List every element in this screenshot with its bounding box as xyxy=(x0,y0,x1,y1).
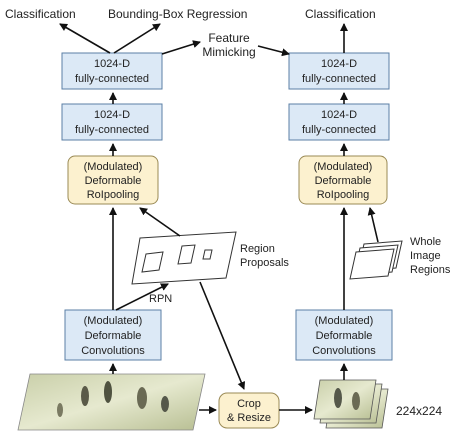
left-conv-line3: Convolutions xyxy=(81,345,145,357)
right-conv-line3: Convolutions xyxy=(312,345,376,357)
cropped-images-stack xyxy=(313,379,389,429)
feature-mimicking-label-line1: Feature xyxy=(208,31,250,45)
arrow xyxy=(367,207,379,243)
proposal-box xyxy=(177,244,196,265)
arrow xyxy=(139,207,181,237)
region-proposals-panel xyxy=(131,231,237,285)
right-conv-line1: (Modulated) xyxy=(315,315,374,327)
arrow xyxy=(199,281,246,390)
arrow xyxy=(113,23,161,54)
left-fc-top-box: 1024-D fully-connected xyxy=(61,52,163,90)
crop-size-label: 224x224 xyxy=(396,404,442,418)
left-fc-top-line2: fully-connected xyxy=(75,73,149,85)
left-conv-line2: Deformable xyxy=(85,330,142,342)
input-image xyxy=(17,373,206,431)
right-conv-line2: Deformable xyxy=(316,330,373,342)
right-fc-bottom-line1: 1024-D xyxy=(321,109,357,121)
right-fc-bottom-line2: fully-connected xyxy=(302,124,376,136)
left-roipool-line1: (Modulated) xyxy=(84,161,143,173)
right-classification-label: Classification xyxy=(305,7,376,21)
proposal-box xyxy=(141,251,164,273)
right-fc-top-box: 1024-D fully-connected xyxy=(288,52,390,90)
whole-image-regions-line2: Image xyxy=(410,250,441,262)
right-roipool-line1: (Modulated) xyxy=(314,161,373,173)
whole-image-regions-line3: Regions xyxy=(410,264,451,276)
right-fc-bottom-box: 1024-D fully-connected xyxy=(288,103,390,141)
right-roipool-line3: RoIpooling xyxy=(317,189,370,201)
whole-image-regions-line1: Whole xyxy=(410,236,441,248)
left-roipool-line2: Deformable xyxy=(85,175,142,187)
arrow xyxy=(59,23,111,54)
left-roipooling-box: (Modulated) Deformable RoIpooling xyxy=(67,155,159,205)
crop-resize-box: Crop & Resize xyxy=(218,392,280,429)
arrow xyxy=(161,40,201,55)
arrow xyxy=(115,283,169,311)
bbox-regression-label: Bounding-Box Regression xyxy=(108,7,247,21)
left-fc-bottom-line1: 1024-D xyxy=(94,109,130,121)
arrow xyxy=(257,45,290,57)
left-fc-bottom-box: 1024-D fully-connected xyxy=(61,103,163,141)
whole-image-regions-stack xyxy=(349,240,403,280)
region-proposals-label-line1: Region xyxy=(240,243,275,255)
crop-resize-line2: & Resize xyxy=(227,412,271,424)
crop-resize-line1: Crop xyxy=(237,398,261,410)
left-conv-box: (Modulated) Deformable Convolutions xyxy=(64,309,162,361)
feature-mimicking-label-line2: Mimicking xyxy=(202,45,255,59)
right-roipooling-box: (Modulated) Deformable RoIpooling xyxy=(298,155,388,205)
right-conv-box: (Modulated) Deformable Convolutions xyxy=(295,309,393,361)
rpn-label: RPN xyxy=(149,293,172,305)
region-proposals-label-line2: Proposals xyxy=(240,257,289,269)
left-conv-line1: (Modulated) xyxy=(84,315,143,327)
left-classification-label: Classification xyxy=(5,7,76,21)
proposal-box xyxy=(202,249,213,260)
arrows xyxy=(59,23,379,414)
left-fc-bottom-line2: fully-connected xyxy=(75,124,149,136)
right-fc-top-line1: 1024-D xyxy=(321,58,357,70)
left-roipool-line3: RoIpooling xyxy=(87,189,140,201)
right-roipool-line2: Deformable xyxy=(315,175,372,187)
left-fc-top-line1: 1024-D xyxy=(94,58,130,70)
right-fc-top-line2: fully-connected xyxy=(302,73,376,85)
